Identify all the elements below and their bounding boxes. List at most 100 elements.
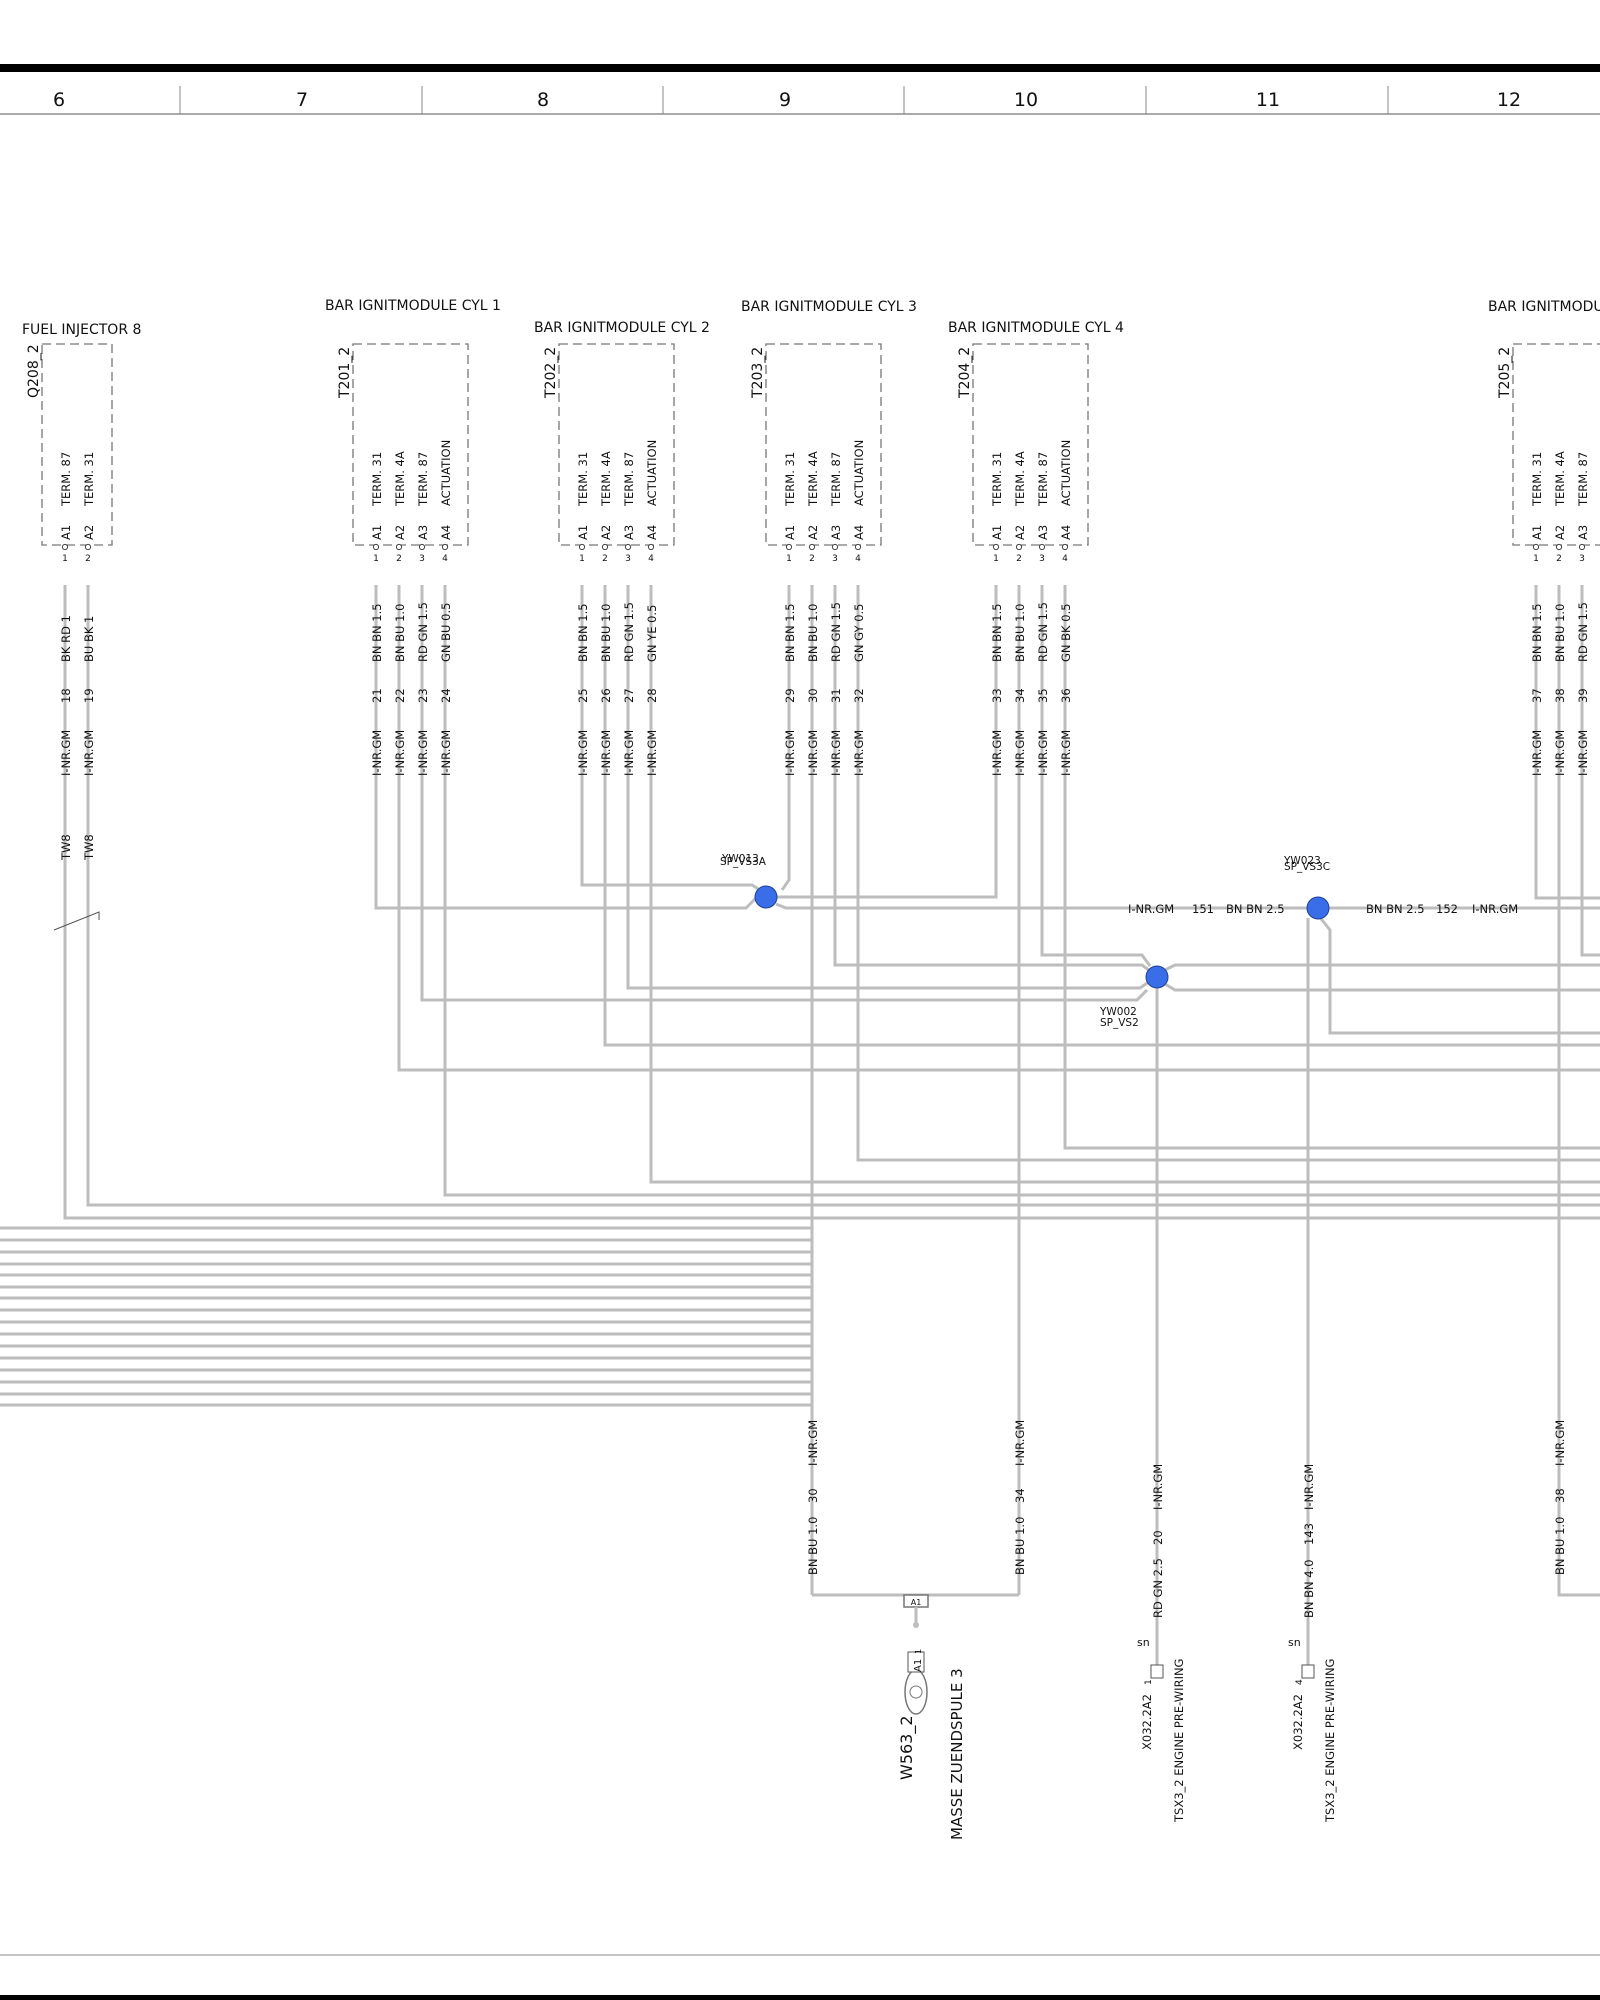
wire-151 <box>775 902 1308 910</box>
connector-pin-box <box>1150 1664 1164 1679</box>
wire-harness-label: I-NR.GM <box>806 730 820 776</box>
pin-terminal-label: TERM. 87 <box>416 452 430 507</box>
wire-color-label: GN BU 0.5 <box>439 603 453 662</box>
ground-lug-hole <box>909 1685 923 1699</box>
pin-name: A2 <box>1013 525 1027 540</box>
connector-pin-number: 4 <box>1295 1679 1305 1685</box>
pin-number: 3 <box>625 554 631 564</box>
splice-label: YW023 <box>1283 855 1321 867</box>
twist-marker <box>53 911 100 931</box>
pin-name: A4 <box>852 525 866 540</box>
pin-terminal-label: TERM. 31 <box>783 452 797 507</box>
pin-contact <box>1038 543 1046 551</box>
wire-harness-label: I-NR.GM <box>1059 730 1073 776</box>
pin-name: A2 <box>599 525 613 540</box>
pin-contact <box>418 543 426 551</box>
wire-31 <box>833 780 1151 973</box>
component-ref: T205_2 <box>1497 347 1513 399</box>
pin-contact <box>395 543 403 551</box>
splice-node <box>1145 965 1169 989</box>
wire-35 <box>1040 780 1152 967</box>
pin-name: A3 <box>416 525 430 540</box>
pin-number: 1 <box>786 554 792 564</box>
wire-harness-label: I-NR.GM <box>82 730 96 776</box>
component-title: BAR IGNITMODULE CYL 3 <box>741 299 917 315</box>
pin-terminal-label: TERM. 4A <box>1013 451 1027 507</box>
wire-number-label: 21 <box>370 688 384 703</box>
component-title: BAR IGNITMODULE <box>1488 299 1600 315</box>
pin-contact <box>808 543 816 551</box>
bottom-wire-harness: I-NR.GM <box>806 1420 820 1466</box>
component-title: FUEL INJECTOR 8 <box>22 322 141 338</box>
component-box <box>972 343 1089 546</box>
bottom-wire-color: BN BU 1.0 <box>1013 1517 1027 1575</box>
pin-contact <box>1578 543 1586 551</box>
pin-contact <box>854 543 862 551</box>
column-number: 6 <box>53 89 65 111</box>
pin-contact <box>831 543 839 551</box>
wire-23 <box>420 780 1149 1002</box>
pin-number: 1 <box>1533 554 1539 564</box>
pin-contact <box>441 543 449 551</box>
wire-number-label: 27 <box>622 688 636 703</box>
pin-contact <box>1555 543 1563 551</box>
bottom-wire-harness: I-NR.GM <box>1302 1464 1316 1510</box>
component-box <box>41 343 113 546</box>
pin-terminal-label: TERM. 31 <box>990 452 1004 507</box>
pin-contact <box>1061 543 1069 551</box>
pin-contact <box>84 543 92 551</box>
top-frame-bar <box>0 64 1600 72</box>
wire-harness-label: I-NR.GM <box>852 730 866 776</box>
wire-number-label: 22 <box>393 688 407 703</box>
wire-color-label: BN BN 1.5 <box>1530 603 1544 662</box>
wire-36 <box>1063 780 1600 1150</box>
pin-name: A2 <box>1553 525 1567 540</box>
wire-color-label: BK RD 1 <box>59 615 73 662</box>
wire-number-label: 31 <box>829 688 843 703</box>
connector-name: TSX3_2 ENGINE PRE-WIRING <box>1172 1659 1186 1823</box>
splice-wire-number: 152 <box>1436 902 1458 916</box>
component-ref: T204_2 <box>957 347 973 399</box>
pin-name: A4 <box>439 525 453 540</box>
splice-wire-color: BN BN 2.5 <box>1366 902 1425 916</box>
wire-color-label: RD GN 1.5 <box>416 602 430 662</box>
pin-terminal-label: TERM. 31 <box>1530 452 1544 507</box>
splice-sublabel: SP_VS3C <box>1284 861 1330 873</box>
wire-24 <box>443 780 1600 1197</box>
pin-number: 4 <box>1062 554 1068 564</box>
component-title: BAR IGNITMODULE CYL 4 <box>948 320 1124 336</box>
splice-node <box>1306 896 1330 920</box>
connector-sn-label: sn <box>1288 1636 1301 1649</box>
wire-harness-label: I-NR.GM <box>576 730 590 776</box>
connector-ref: X032.2A2 <box>1140 1694 1154 1750</box>
wire-harness-label: I-NR.GM <box>1036 730 1050 776</box>
wire-color-label: BN BU 1.0 <box>1013 604 1027 662</box>
pin-name: A3 <box>1036 525 1050 540</box>
pin-name: A1 <box>370 525 384 540</box>
ground-pin-box <box>907 1651 925 1673</box>
wire-32 <box>856 780 1600 1162</box>
wire-harness-label: I-NR.GM <box>1553 730 1567 776</box>
wire-37-route <box>1534 780 1600 900</box>
wire-number-label: 35 <box>1036 688 1050 703</box>
pin-name: A1 <box>1530 525 1544 540</box>
wire-harness-label: I-NR.GM <box>622 730 636 776</box>
bottom-wire-color: RD GN 2.5 <box>1151 1558 1165 1618</box>
wire-harness-label: I-NR.GM <box>599 730 613 776</box>
connector-name: TSX3_2 ENGINE PRE-WIRING <box>1323 1659 1337 1823</box>
connector-ref: X032.2A2 <box>1291 1694 1305 1750</box>
pin-number: 3 <box>1039 554 1045 564</box>
pin-contact <box>601 543 609 551</box>
pin-name: A3 <box>1576 525 1590 540</box>
component-ref: T203_2 <box>750 347 766 399</box>
splice-wire-harness: I-NR.GM <box>1128 902 1174 916</box>
wire-39-route <box>1580 780 1600 957</box>
splice-sublabel: SP_VS2 <box>1100 1017 1139 1029</box>
